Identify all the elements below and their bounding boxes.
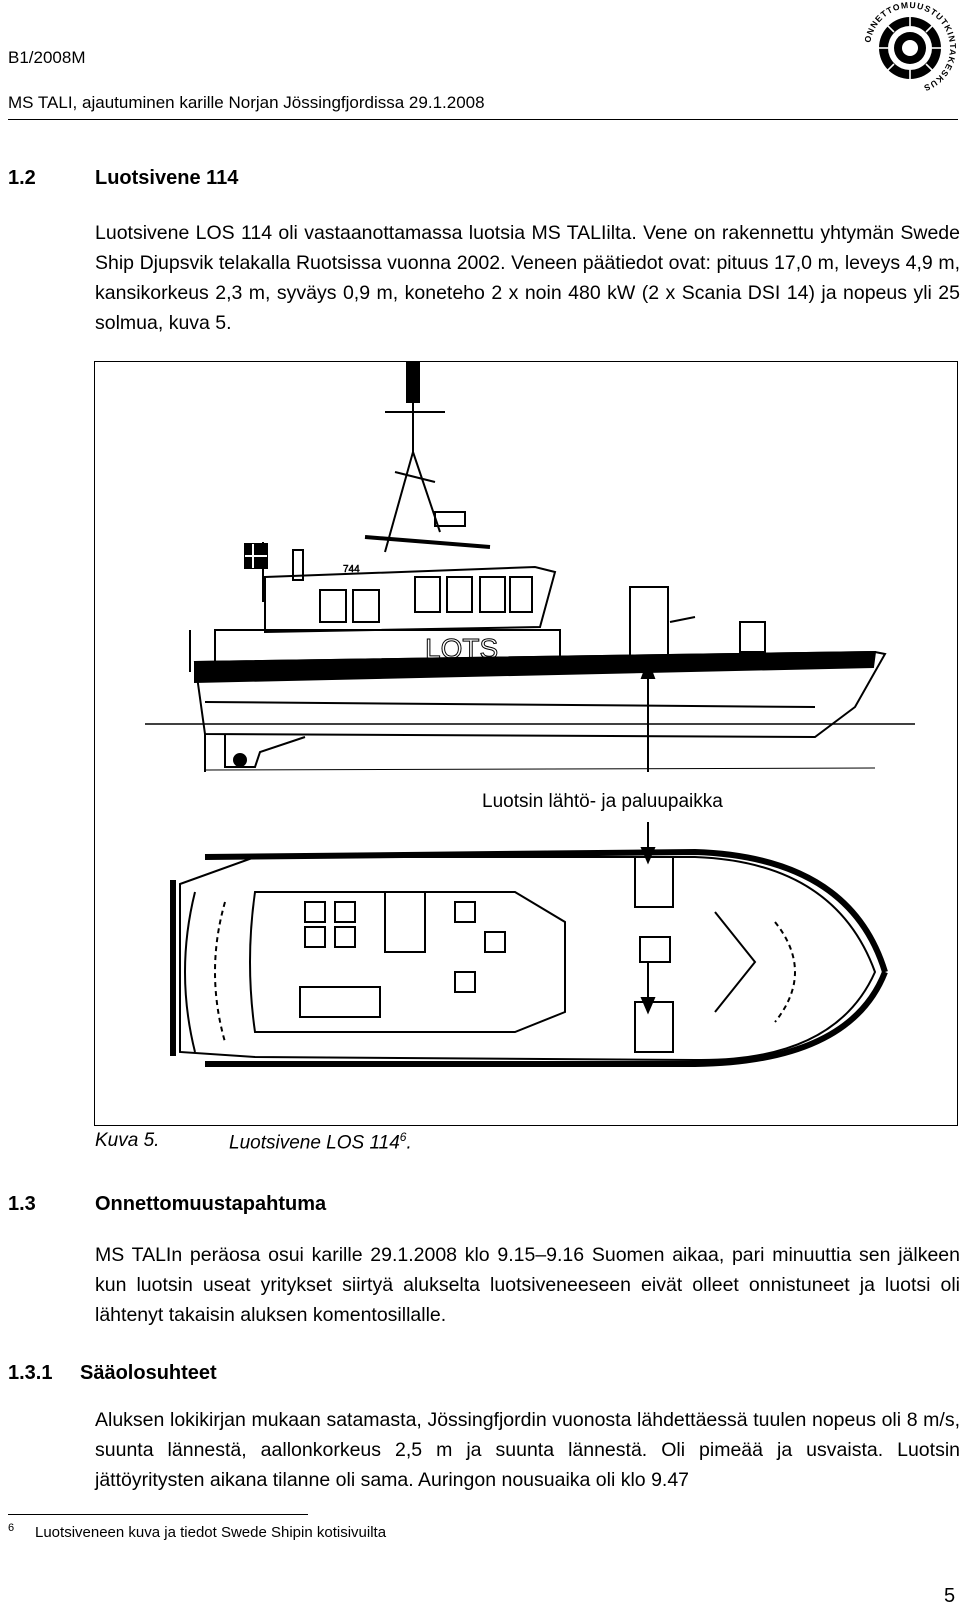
section-number: 1.3 — [8, 1193, 36, 1215]
pilot-transfer-label: Luotsin lähtö- ja paluupaikka — [482, 791, 723, 812]
figure-label: Kuva 5. — [95, 1130, 160, 1151]
footnote-text: Luotsiveneen kuva ja tiedot Swede Shipin… — [35, 1524, 387, 1541]
report-title: MS TALI, ajautuminen karille Norjan Jöss… — [8, 93, 485, 112]
agency-logo: ONNETTOMUUSTUTKINTAKESKUS — [862, 0, 958, 96]
section-title: Sääolosuhteet — [80, 1362, 217, 1384]
section-number: 1.3.1 — [8, 1362, 53, 1384]
section-body: MS TALIn peräosa osui karille 29.1.2008 … — [95, 1240, 960, 1330]
figure-frame — [94, 361, 958, 1126]
footnote-rule — [8, 1514, 308, 1515]
section-number: 1.2 — [8, 167, 36, 189]
section-body: Aluksen lokikirjan mukaan satamasta, Jös… — [95, 1405, 960, 1495]
boat-drawing: 744 LOTS Luotsin lä — [95, 361, 957, 1125]
report-id: B1/2008M — [8, 48, 86, 67]
caption-footnote-ref: 6 — [399, 1130, 407, 1144]
body-paragraph: Luotsivene LOS 114 oli vastaanottamassa … — [95, 222, 960, 334]
section-body: Luotsivene LOS 114 oli vastaanottamassa … — [95, 218, 960, 338]
body-paragraph: Aluksen lokikirjan mukaan satamasta, Jös… — [95, 1409, 960, 1491]
section-title: Luotsivene 114 — [95, 167, 239, 189]
body-paragraph: MS TALIn peräosa osui karille 29.1.2008 … — [95, 1244, 960, 1326]
caption-end: . — [406, 1132, 412, 1154]
section-title: Onnettomuustapahtuma — [95, 1193, 327, 1215]
figure-caption: Luotsivene LOS 1146. — [229, 1130, 412, 1154]
caption-text: Luotsivene LOS 114 — [229, 1132, 400, 1154]
page-number: 5 — [944, 1585, 956, 1607]
footnote-number: 6 — [8, 1522, 15, 1534]
hull-number-text: 744 — [343, 564, 360, 575]
header-rule — [8, 119, 958, 120]
